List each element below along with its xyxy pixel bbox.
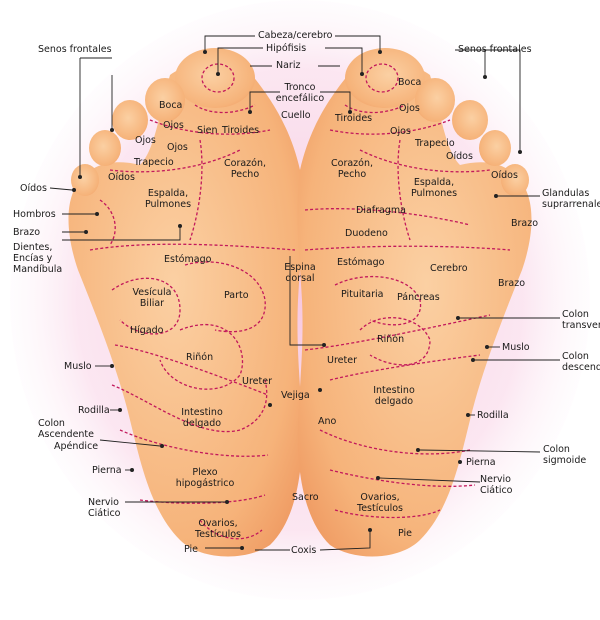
label-nervio-ciatico-right: Nervio Ciático <box>480 474 513 496</box>
right-foot <box>297 48 532 557</box>
label-ojos-left-2: Ojos <box>135 135 156 146</box>
label-intestino-right: Intestino delgado <box>373 385 415 407</box>
label-estomago-left: Estómago <box>164 254 212 265</box>
label-nariz: Nariz <box>276 60 301 71</box>
label-cuello: Cuello <box>281 110 311 121</box>
label-corazon-right: Corazón, Pecho <box>330 158 374 180</box>
label-espina-dorsal: Espina dorsal <box>284 262 316 284</box>
label-colon-transversal: Colon transversal <box>562 309 600 331</box>
label-rodilla-left: Rodilla <box>78 405 110 416</box>
label-higado: Hígado <box>130 325 164 336</box>
label-dientes: Dientes, Encías y Mandíbula <box>13 242 63 275</box>
label-senos-frontales-left: Senos frontales <box>38 44 112 55</box>
label-corazon-left: Corazón, Pecho <box>223 158 267 180</box>
label-intestino-left: Intestino delgado <box>181 407 223 429</box>
label-nervio-ciatico-left: Nervio Ciático <box>88 497 121 519</box>
label-sacro: Sacro <box>292 492 319 503</box>
label-brazo-right: Brazo <box>511 218 539 229</box>
label-oidos-outer: Oídos <box>20 183 47 194</box>
label-tiroides-left: Tiroides <box>222 125 260 136</box>
label-sien: Sien <box>197 125 218 136</box>
label-duodeno: Duodeno <box>345 228 388 239</box>
label-colon-ascendente: Colon Ascendente <box>38 418 95 440</box>
label-cabeza-cerebro: Cabeza/cerebro <box>258 30 333 41</box>
label-tronco-text: Tronco encefálico <box>275 82 325 104</box>
label-parto: Parto <box>224 290 249 301</box>
label-hombros: Hombros <box>13 209 56 220</box>
label-pie-left: Pie <box>184 544 199 555</box>
label-boca-left: Boca <box>159 100 183 111</box>
label-rinon-left: Riñón <box>186 352 214 363</box>
label-pancreas: Páncreas <box>397 292 440 303</box>
label-ojos-right-2: Ojos <box>390 126 411 137</box>
label-ojos-left-1: Ojos <box>163 120 184 131</box>
label-brazo-left: Brazo <box>13 227 41 238</box>
label-trapecio-right: Trapecio <box>415 138 455 149</box>
label-oidos-right-2: Oídos <box>491 170 518 181</box>
label-diafragma: Diafragma <box>356 205 406 216</box>
leader-dots <box>72 50 522 550</box>
label-colon-sigmoide: Colon sigmoide <box>543 444 587 466</box>
label-ureter-left: Ureter <box>242 376 272 387</box>
label-ovarios-left: Ovarios, Testículos <box>195 518 241 540</box>
label-senos-frontales-right: Senos frontales <box>458 44 532 55</box>
leader-lines <box>49 35 560 551</box>
label-vejiga: Vejiga <box>281 390 310 401</box>
label-tronco-encefalico: Tronco encefálico <box>276 82 324 104</box>
label-coxis: Coxis <box>291 545 317 556</box>
label-ojos-left-3: Ojos <box>167 142 188 153</box>
label-ovarios-right: Ovarios, Testículos <box>357 492 403 514</box>
label-tiroides-right: Tiroides <box>335 113 373 124</box>
label-oidos-left: Oídos <box>108 172 135 183</box>
label-pierna-right: Pierna <box>466 457 496 468</box>
label-trapecio-left: Trapecio <box>134 157 174 168</box>
label-cerebro: Cerebro <box>430 263 468 274</box>
label-espalda-right: Espalda, Pulmones <box>410 177 458 199</box>
label-plexo: Plexo hipogástrico <box>175 467 235 489</box>
label-pierna-left: Pierna <box>92 465 122 476</box>
label-espalda-left: Espalda, Pulmones <box>144 188 192 210</box>
right-foot-zones <box>304 63 511 519</box>
label-colon-descendente: Colon descendente <box>562 351 600 373</box>
label-muslo-right: Muslo <box>502 342 530 353</box>
label-pituitaria: Pituitaria <box>341 289 384 300</box>
label-boca-right: Boca <box>398 77 422 88</box>
label-pie-right: Pie <box>398 528 413 539</box>
label-ano: Ano <box>318 416 337 427</box>
label-rinon-right: Riñón <box>377 334 405 345</box>
label-muslo-left: Muslo <box>64 361 92 372</box>
label-ojos-right-1: Ojos <box>399 103 420 114</box>
label-estomago-right: Estómago <box>337 257 385 268</box>
label-ureter-right: Ureter <box>327 355 357 366</box>
label-glandulas-suprarrenales: Glandulas suprarrenales <box>542 188 600 210</box>
label-brazo-right-2: Brazo <box>498 278 526 289</box>
label-apendice: Apéndice <box>54 441 99 452</box>
left-foot <box>68 48 303 557</box>
label-rodilla-right: Rodilla <box>477 410 509 421</box>
label-oidos-right-1: Oídos <box>446 151 473 162</box>
label-vesicula: Vesícula Biliar <box>132 287 172 309</box>
label-hipofisis: Hipófisis <box>266 43 307 54</box>
